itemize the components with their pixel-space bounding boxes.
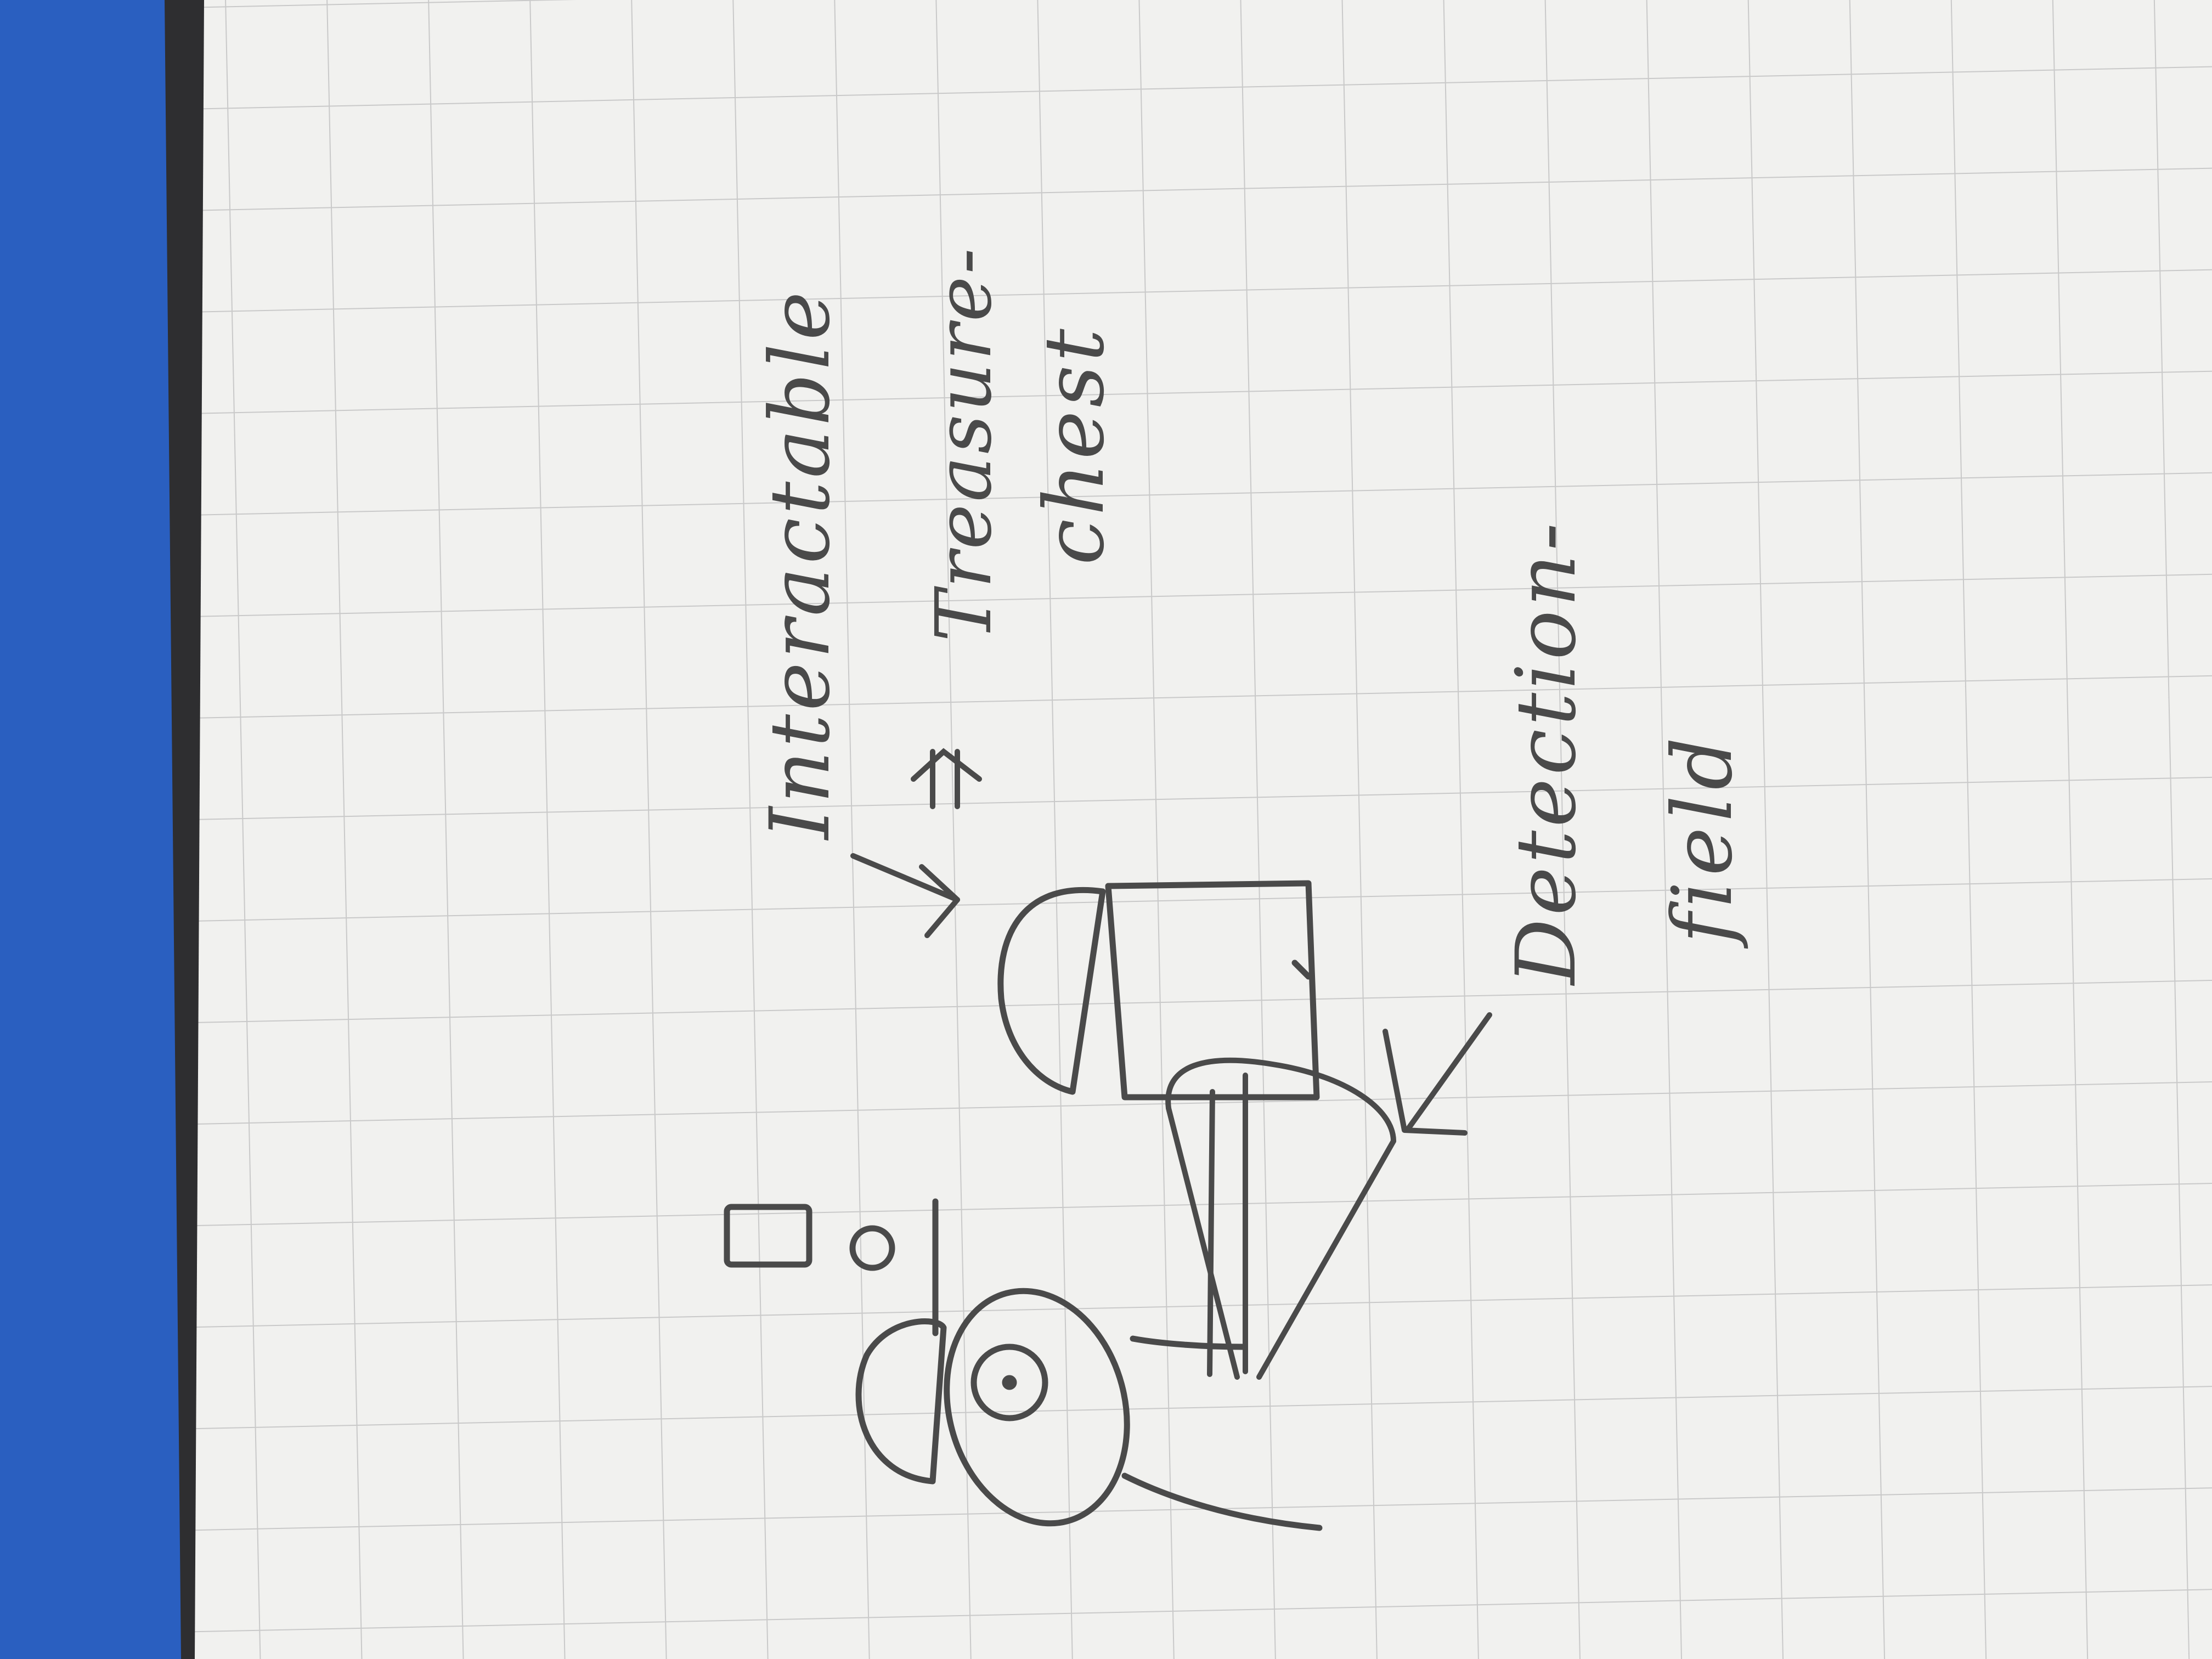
- robot-body: [944, 1288, 1130, 1527]
- cone-top-edge: [1166, 1105, 1240, 1380]
- chest-lid: [997, 887, 1106, 1095]
- label-detection-field-2: field: [1655, 732, 1751, 949]
- cone-arc: [1165, 1057, 1396, 1144]
- chest-box: [1105, 880, 1320, 1101]
- treasure-chest-icon: [997, 880, 1320, 1101]
- chest-pointer-arrow: [850, 853, 960, 938]
- robot-eye: [970, 1344, 1048, 1421]
- label-detection-field-1: Detection-: [1499, 520, 1594, 986]
- antenna-box: [724, 1204, 812, 1268]
- label-interactable: Interactable: [753, 288, 848, 841]
- label-treasure-chest-2: chest: [1027, 325, 1122, 565]
- robot-icon: [724, 1198, 1323, 1531]
- antenna-ball: [849, 1225, 895, 1271]
- implies-arrow: [911, 748, 982, 809]
- label-treasure-chest-1: Treasure-: [919, 246, 1009, 642]
- cone-bottom-edge: [1256, 1138, 1396, 1380]
- graph-paper: [195, 0, 2212, 1659]
- cone-inner-line: [1207, 1089, 1215, 1377]
- field-pointer-arrow: [1383, 1012, 1492, 1136]
- chest-lock: [1291, 960, 1312, 980]
- robot-head: [855, 1318, 947, 1485]
- detection-cone-icon: [1165, 1057, 1396, 1380]
- robot-eye-pupil: [1002, 1375, 1017, 1390]
- robot-leg: [1121, 1472, 1323, 1531]
